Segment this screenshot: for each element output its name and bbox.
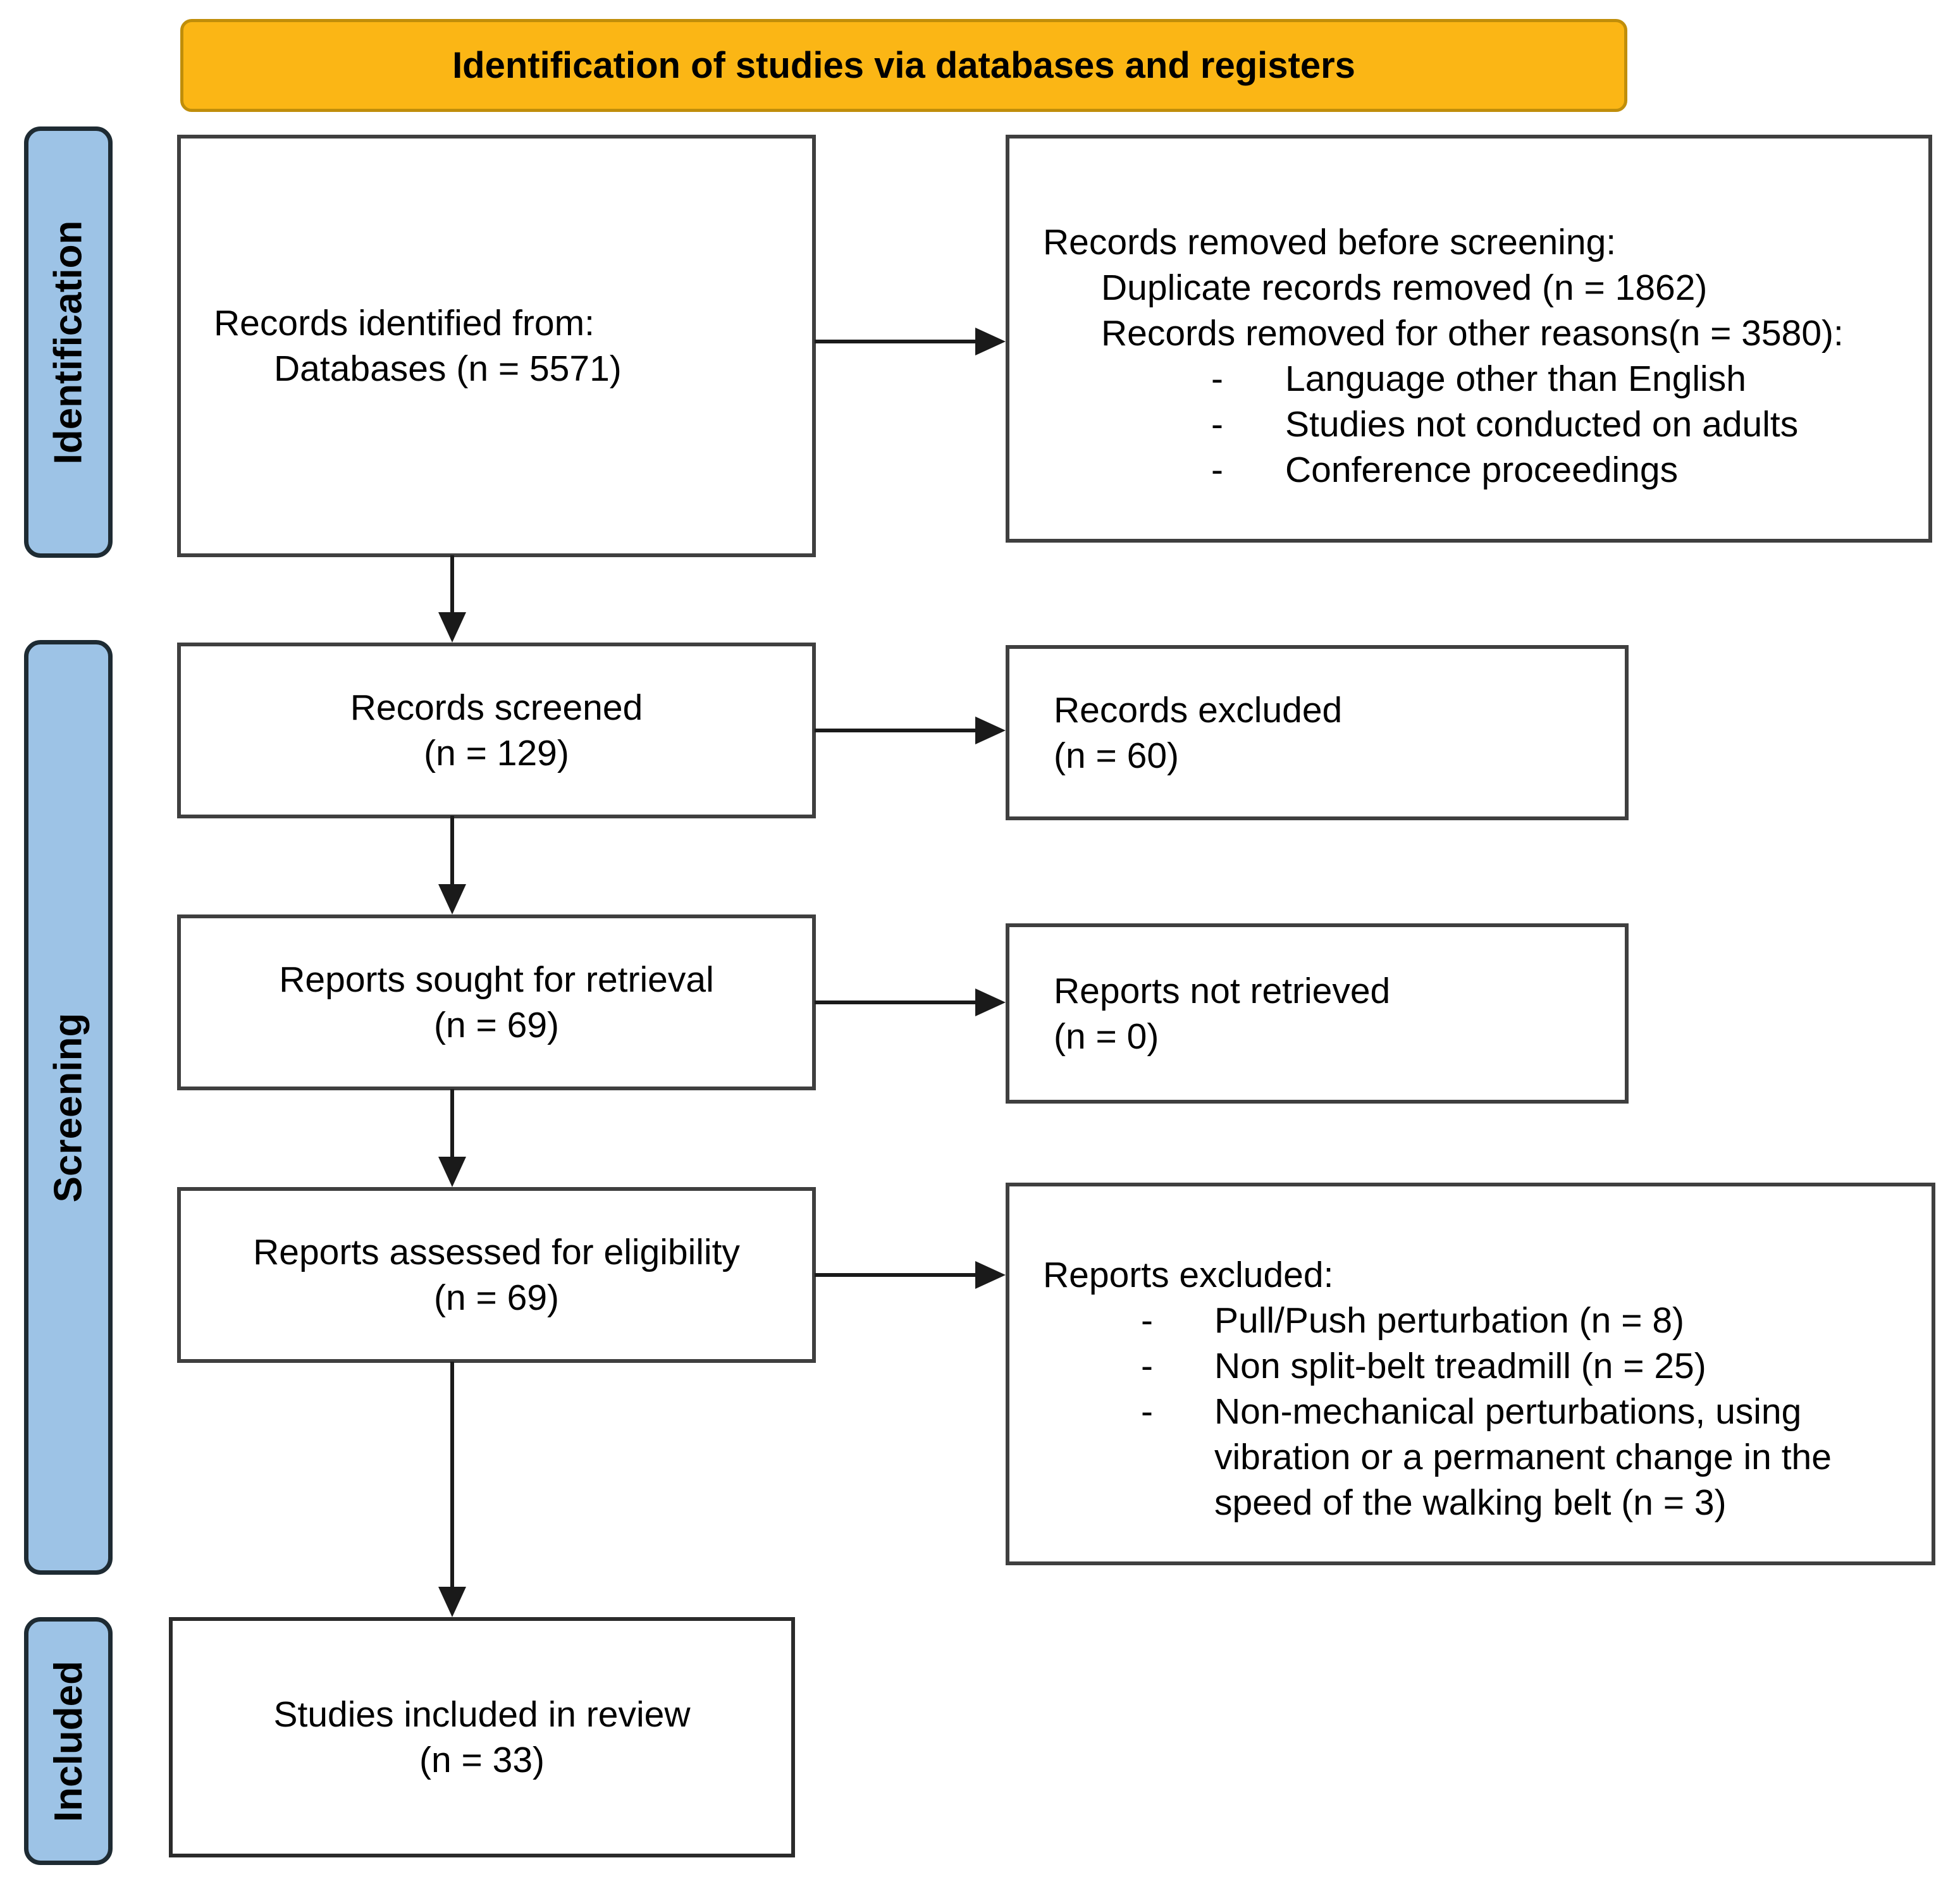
records-excluded-line2: (n = 60): [1054, 735, 1180, 776]
stage-screening-label: Screening: [46, 1013, 90, 1202]
studies-included-line1: Studies included in review: [273, 1694, 691, 1735]
stage-identification-label: Identification: [46, 220, 90, 464]
arrow-right-icon: [975, 717, 1006, 744]
removed-bullet-1-text: Language other than English: [1285, 359, 1746, 399]
removed-bullet-3-text: Conference proceedings: [1285, 450, 1679, 490]
arrow-line: [450, 1362, 454, 1589]
records-screened-line1: Records screened: [350, 687, 643, 728]
arrow-line: [815, 729, 979, 732]
records-removed-title: Records removed before screening:: [1043, 222, 1617, 262]
records-screened-line2: (n = 129): [424, 733, 569, 773]
reports-excluded-bullet-1-text: Pull/Push perturbation (n = 8): [1214, 1300, 1685, 1341]
stage-included: Included: [24, 1617, 113, 1865]
studies-included-line2: (n = 33): [419, 1740, 545, 1780]
box-records-screened: Records screened (n = 129): [177, 643, 816, 818]
arrow-down-icon: [438, 1587, 466, 1617]
arrow-down-icon: [438, 612, 466, 643]
arrow-line: [450, 816, 454, 887]
removed-bullet-2-text: Studies not conducted on adults: [1285, 404, 1799, 445]
arrow-right-icon: [975, 988, 1006, 1016]
bullet-dash-icon: -: [1211, 359, 1223, 399]
reports-excluded-bullet-2: - Non split-belt treadmill (n = 25): [1141, 1343, 1897, 1389]
bullet-dash-icon: -: [1211, 450, 1223, 490]
box-reports-excluded: Reports excluded: - Pull/Push perturbati…: [1006, 1183, 1935, 1565]
records-removed-sub2: Records removed for other reasons(n = 35…: [1101, 313, 1844, 354]
reports-excluded-bullet-2-text: Non split-belt treadmill (n = 25): [1214, 1346, 1706, 1386]
removed-bullet-2: - Studies not conducted on adults: [1211, 402, 1909, 447]
reports-sought-line2: (n = 69): [433, 1005, 560, 1045]
stage-identification: Identification: [24, 126, 113, 558]
records-identified-line1: Records identified from:: [214, 303, 595, 343]
bullet-dash-icon: -: [1141, 1391, 1153, 1432]
stage-included-label: Included: [46, 1660, 90, 1822]
reports-excluded-bullet-3-text: Non-mechanical perturbations, using vibr…: [1214, 1391, 1832, 1523]
reports-excluded-bullet-1: - Pull/Push perturbation (n = 8): [1141, 1298, 1897, 1343]
bullet-dash-icon: -: [1141, 1346, 1153, 1386]
arrow-line: [815, 1000, 979, 1004]
arrow-line: [450, 555, 454, 615]
reports-not-retrieved-line2: (n = 0): [1054, 1016, 1159, 1057]
banner-identification-via-databases: Identification of studies via databases …: [180, 19, 1627, 112]
arrow-line: [815, 1273, 979, 1277]
arrow-right-icon: [975, 328, 1006, 355]
arrow-right-icon: [975, 1261, 1006, 1289]
box-reports-sought: Reports sought for retrieval (n = 69): [177, 914, 816, 1090]
arrow-down-icon: [438, 884, 466, 914]
reports-assessed-line2: (n = 69): [433, 1278, 560, 1318]
bullet-dash-icon: -: [1211, 404, 1223, 445]
reports-not-retrieved-line1: Reports not retrieved: [1054, 970, 1391, 1011]
reports-sought-line1: Reports sought for retrieval: [279, 959, 714, 1000]
removed-bullet-1: - Language other than English: [1211, 356, 1909, 402]
banner-title: Identification of studies via databases …: [452, 45, 1355, 86]
box-reports-not-retrieved: Reports not retrieved (n = 0): [1006, 923, 1629, 1104]
box-records-identified: Records identified from: Databases (n = …: [177, 135, 816, 557]
bullet-dash-icon: -: [1141, 1300, 1153, 1341]
reports-excluded-title: Reports excluded:: [1043, 1255, 1334, 1295]
stage-screening: Screening: [24, 640, 113, 1575]
reports-assessed-line1: Reports assessed for eligibility: [253, 1232, 740, 1272]
records-identified-line2: Databases (n = 5571): [274, 348, 622, 389]
records-excluded-line1: Records excluded: [1054, 689, 1343, 730]
box-records-removed: Records removed before screening: Duplic…: [1006, 135, 1932, 543]
reports-excluded-bullet-3: - Non-mechanical perturbations, using vi…: [1141, 1389, 1897, 1525]
arrow-down-icon: [438, 1157, 466, 1187]
records-removed-sub1: Duplicate records removed (n = 1862): [1101, 268, 1708, 308]
removed-bullet-3: - Conference proceedings: [1211, 447, 1909, 493]
box-records-excluded: Records excluded (n = 60): [1006, 645, 1629, 820]
box-studies-included: Studies included in review (n = 33): [169, 1617, 795, 1857]
arrow-line: [450, 1089, 454, 1159]
box-reports-assessed: Reports assessed for eligibility (n = 69…: [177, 1187, 816, 1363]
arrow-line: [815, 340, 979, 343]
